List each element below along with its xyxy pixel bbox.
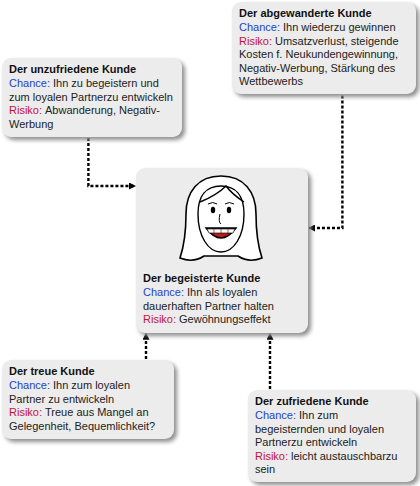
chance-line: Chance:Ihn zum loyalen Partner zu entwic… [9, 379, 167, 406]
chance-label: Chance: [255, 409, 296, 421]
risk-line: Risiko:Abwanderung, Negativ-Werbung [9, 104, 175, 131]
risk-line: Risiko:Gewöhnungseffekt [143, 313, 301, 326]
face-illustration [176, 172, 266, 268]
risk-text: Gewöhnungseffekt [179, 313, 271, 325]
customer-box: Der abgewanderte KundeChance:Ihn wiederz… [232, 2, 416, 94]
risk-label: Risiko: [143, 313, 176, 325]
node-heading: Der zufriedene Kunde [255, 395, 409, 408]
chance-label: Chance: [9, 77, 50, 89]
node-heading: Der treue Kunde [9, 365, 167, 378]
risk-label: Risiko: [239, 35, 272, 47]
chance-line: Chance:Ihn als loyalen dauerhaften Partn… [143, 286, 301, 313]
node-heading: Der abgewanderte Kunde [239, 7, 409, 20]
dashed-arrow [269, 334, 271, 389]
chance-text: Ihn wiederzu gewinnen [283, 21, 396, 33]
risk-line: Risiko:Umsatzverlust, steigende Kosten f… [239, 35, 409, 89]
dashed-arrow [309, 95, 342, 228]
chance-label: Chance: [239, 21, 280, 33]
customer-box: Der treue KundeChance:Ihn zum loyalen Pa… [2, 360, 174, 439]
risk-line: Risiko:Treue aus Mangel an Gelegenheit, … [9, 406, 167, 433]
dashed-arrow [145, 334, 147, 359]
risk-line: Risiko:leicht austauschbarzu sein [255, 450, 409, 477]
node-heading: Der begeisterte Kunde [143, 272, 301, 285]
chance-line: Chance:Ihn zu begeistern und zum loyalen… [9, 77, 175, 104]
risk-label: Risiko: [9, 406, 42, 418]
chance-label: Chance: [143, 286, 184, 298]
risk-label: Risiko: [9, 104, 42, 116]
chance-line: Chance:Ihn zum begeisternden und loyalen… [255, 409, 409, 449]
chance-line: Chance:Ihn wiederzu gewinnen [239, 21, 409, 34]
customer-box: Der unzufriedene KundeChance:Ihn zu bege… [2, 58, 182, 137]
node-heading: Der unzufriedene Kunde [9, 63, 175, 76]
risk-label: Risiko: [255, 450, 288, 462]
dashed-arrow [88, 138, 135, 186]
customer-box: Der zufriedene KundeChance:Ihn zum begei… [248, 390, 416, 482]
chance-label: Chance: [9, 379, 50, 391]
